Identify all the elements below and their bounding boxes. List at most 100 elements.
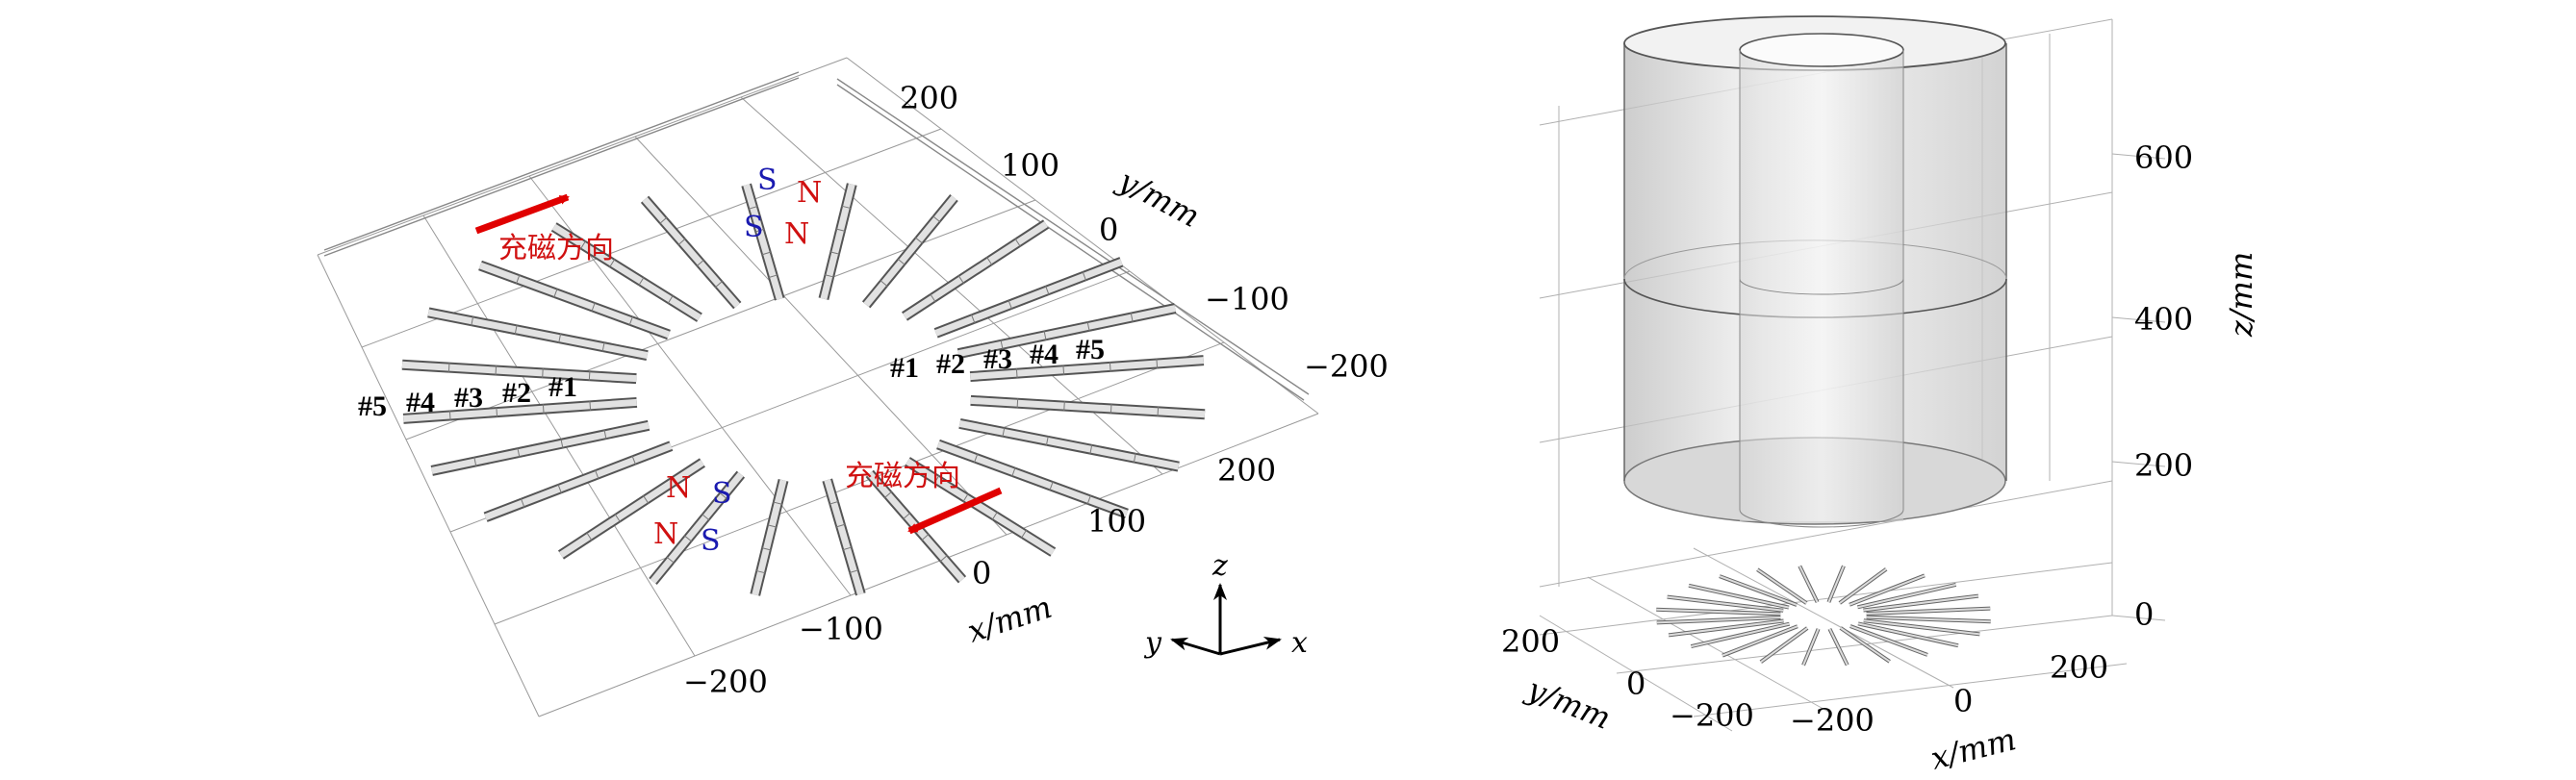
magnet-segment-divider (1002, 427, 1006, 438)
magnet-segment-divider (666, 556, 675, 564)
magnet-segment-divider (588, 370, 591, 381)
left-grid-line (361, 128, 942, 348)
magnet-segment-divider (841, 205, 852, 210)
triad-x-label: x (1291, 626, 1308, 660)
magnet-segment-divider (1020, 529, 1028, 539)
magnet-segment-divider (824, 274, 834, 278)
magnet-segment-divider (558, 333, 562, 343)
small-magnet-bar-fill (1668, 619, 1784, 637)
magnet-segment-divider (714, 280, 724, 289)
small-magnet-bar-fill (1798, 566, 1819, 603)
magnet-bar (934, 258, 1123, 337)
right-z-tick-200: 200 (2134, 447, 2193, 484)
right-label-5: #5 (1076, 334, 1105, 365)
magnet-bar (905, 458, 1056, 556)
magnet-segment-divider (553, 288, 558, 298)
right-z-tick-400: 400 (2134, 301, 2193, 338)
magnet-segment-divider (1043, 330, 1047, 340)
small-magnet-bar-fill (1760, 627, 1808, 664)
magnet-segment-divider (1014, 238, 1021, 247)
magnet-segment-divider (643, 494, 650, 504)
small-magnet-bar-fill (1866, 607, 1991, 616)
magnet-segment-divider (560, 439, 564, 449)
left-x-tick-minus200: −200 (683, 664, 768, 700)
magnet-segment-divider (829, 251, 840, 255)
pole-top-n1: N (797, 176, 822, 210)
magnet-segment-divider (883, 491, 893, 499)
left-label-2: #2 (502, 377, 531, 409)
magnet-segment-divider (1133, 453, 1136, 464)
right-y-tick-0: 0 (1626, 666, 1645, 702)
magnet-bar (936, 440, 1129, 517)
magnetization-arrow-top (474, 193, 570, 235)
magnet-segment-divider (973, 453, 979, 464)
magnet-segment-divider (761, 251, 772, 256)
left-magnet-bars (401, 183, 1206, 596)
small-magnet-bar-fill (1688, 584, 1790, 609)
magnet-segment-divider (517, 447, 521, 458)
small-magnet-bar-fill (1656, 616, 1781, 624)
small-magnet-bar-fill (1719, 575, 1798, 606)
magnet-segment-divider (1086, 321, 1090, 332)
magnet-segment-divider (835, 523, 846, 528)
right-panel-cylinder: 600 400 200 0 z/mm 200 0 −200 y/mm −200 … (1501, 15, 2259, 777)
magnet-segment-divider (986, 256, 993, 265)
left-x-tick-minus100: −100 (799, 611, 883, 647)
magnet-segment-divider (495, 365, 497, 376)
right-label-3: #3 (983, 343, 1012, 375)
left-grid-line (846, 57, 1319, 415)
magnetization-arrow-bottom (907, 487, 1003, 535)
magnet-segment-divider (835, 228, 846, 232)
right-z-tick-0: 0 (2134, 596, 2154, 633)
pole-bottom-s1: S (712, 477, 732, 511)
magnet-segment-divider (933, 475, 940, 485)
magnet-segment-divider (701, 514, 710, 521)
left-x-tick-0: 0 (972, 555, 991, 591)
small-magnet-bar-fill (1863, 594, 1979, 612)
right-label-2: #2 (936, 348, 965, 380)
left-label-1: #1 (548, 371, 577, 403)
magnet-segment-divider (667, 294, 674, 304)
magnet-segment-divider (601, 341, 605, 352)
magnet-segment-divider (1062, 365, 1065, 375)
left-grid-line (634, 136, 1007, 536)
left-label-3: #3 (454, 382, 483, 414)
magnet-segment-divider (677, 238, 686, 246)
magnet-segment-divider (932, 215, 941, 223)
magnet-segment-divider (557, 484, 562, 493)
magnet-segment-divider (1089, 444, 1093, 455)
small-magnet-bar-fill (1857, 622, 1959, 647)
magnet-segment-divider (520, 498, 525, 508)
magnet-segment-divider (603, 429, 607, 440)
pole-bottom-s2: S (701, 524, 721, 558)
magnet-bar (970, 396, 1206, 418)
magnet-bar (650, 471, 744, 584)
magnet-segment-divider (1045, 286, 1050, 295)
left-grid-line (422, 214, 696, 657)
right-y-tick-200: 200 (1501, 623, 1560, 660)
magnet-segment-divider (1045, 436, 1049, 446)
left-grid-frame (323, 71, 1310, 401)
triad-z-label: z (1211, 549, 1228, 583)
right-x-tick-0: 0 (1953, 683, 1973, 719)
magnet-segment-divider (1063, 401, 1065, 412)
magnet-bar (401, 361, 637, 383)
left-y-axis-label: y/mm (1110, 162, 1206, 236)
left-label-5: #5 (358, 390, 387, 422)
pole-bottom-n2: N (653, 517, 678, 551)
magnet-segment-divider (849, 569, 859, 573)
left-x-tick-200: 200 (1217, 452, 1276, 489)
left-grid-line (538, 413, 1319, 717)
left-grid-line (317, 254, 540, 717)
magnet-segment-divider (1130, 312, 1134, 322)
left-x-tick-100: 100 (1087, 503, 1146, 540)
magnet-segment-divider (447, 363, 450, 373)
magnet-segment-divider (1156, 358, 1159, 369)
small-magnet-bar-fill (1857, 583, 1956, 609)
right-y-tick-minus200: −200 (1670, 697, 1754, 734)
small-magnet-bar-fill (1839, 567, 1887, 604)
magnet-segment-divider (586, 532, 593, 541)
magnet-segment-divider (631, 455, 637, 465)
magnet-segment-divider (589, 400, 592, 411)
